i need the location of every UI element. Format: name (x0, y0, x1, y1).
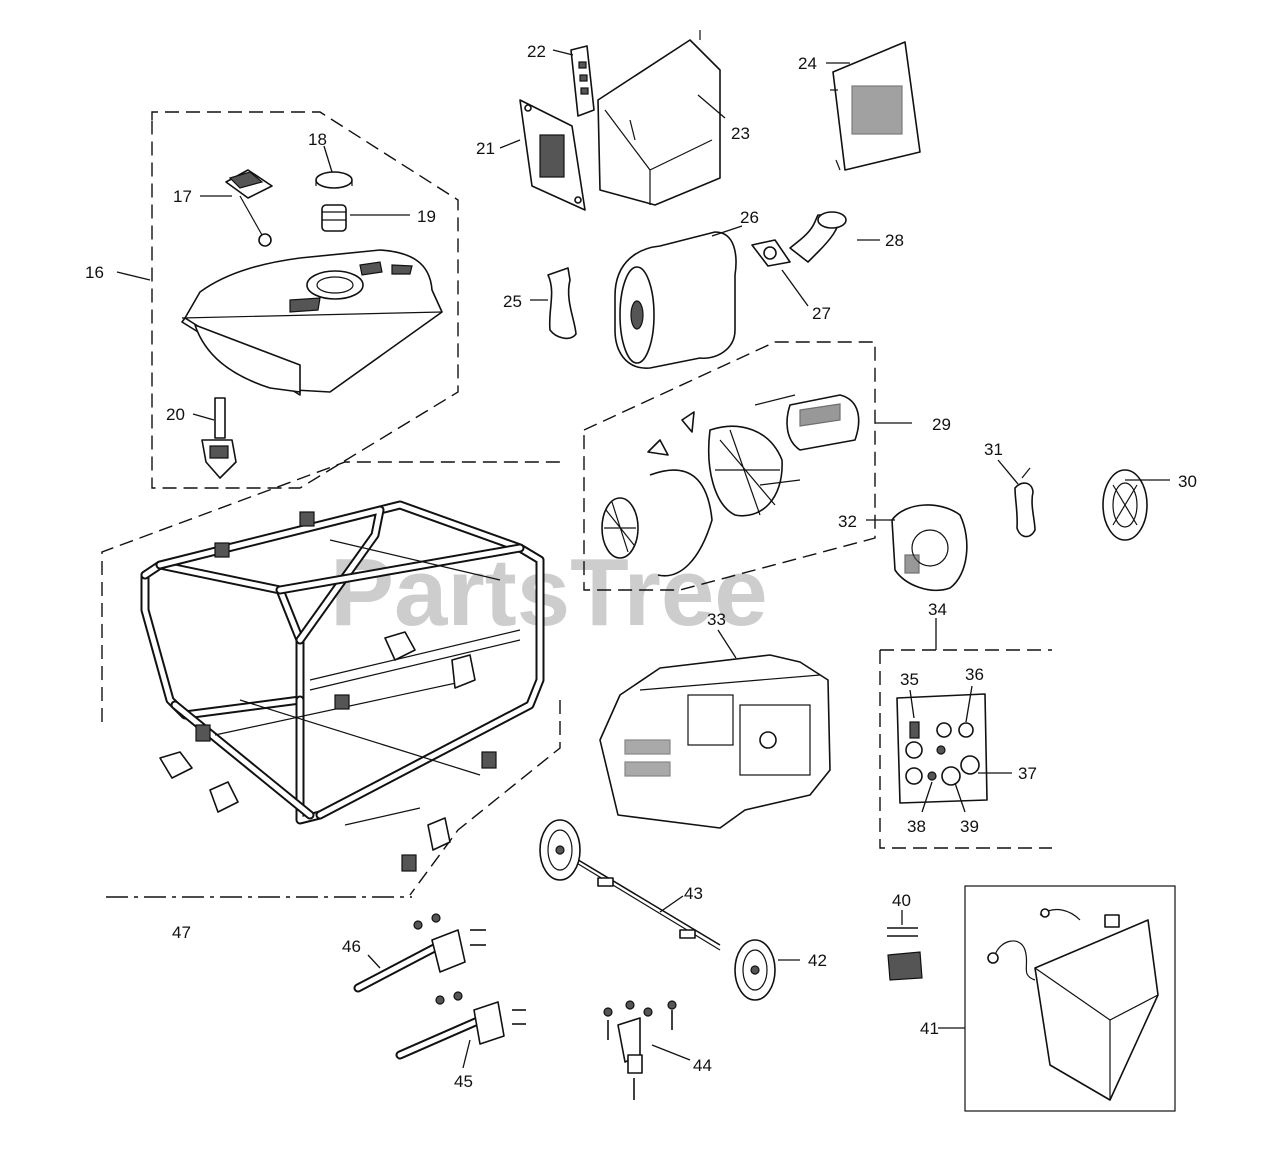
part-16-fuel-tank (181, 249, 443, 396)
callout-25: 25 (503, 292, 522, 311)
part-33-panel-housing (599, 654, 831, 829)
callout-46: 46 (342, 937, 361, 956)
part-32-recoil (891, 504, 968, 592)
part-46-handle (353, 913, 486, 993)
frame-group-boundary-right (409, 700, 561, 896)
callout-37: 37 (1018, 764, 1037, 783)
callout-19: 19 (417, 207, 436, 226)
callout-22: 22 (527, 42, 546, 61)
control-panel-group-side (879, 650, 1052, 849)
callout-40: 40 (892, 891, 911, 910)
callout-36: 36 (965, 665, 984, 684)
part-34-control-panel (896, 693, 988, 804)
part-31-handle (1014, 467, 1036, 538)
callout-39: 39 (960, 817, 979, 836)
part-17-fuel-gauge (225, 169, 273, 247)
engine-group-boundary (583, 341, 876, 591)
part-29-engine-parts (601, 394, 860, 577)
part-26-muffler (614, 231, 737, 369)
part-23-bracket (597, 30, 721, 206)
callout-30: 30 (1178, 472, 1197, 491)
part-19-strainer (321, 204, 347, 232)
part-40-holder (887, 927, 923, 981)
wheel-left (539, 819, 581, 881)
part-45-handle (395, 991, 526, 1060)
callout-45: 45 (454, 1072, 473, 1091)
callout-28: 28 (885, 231, 904, 250)
callout-42: 42 (808, 951, 827, 970)
part-30-wheel (1102, 469, 1148, 541)
part-22-plate (570, 45, 595, 117)
part-47-frame (140, 500, 545, 826)
callout-33: 33 (707, 610, 726, 629)
part-42-wheel (734, 939, 776, 1001)
callout-31: 31 (984, 440, 1003, 459)
callout-29: 29 (932, 415, 951, 434)
callout-16: 16 (85, 263, 104, 282)
part-21-cover (519, 99, 586, 211)
part-18-fuel-cap (315, 171, 353, 189)
battery-group-box (964, 885, 1176, 1112)
callout-24: 24 (798, 54, 817, 73)
callout-21: 21 (476, 139, 495, 158)
part-27-gasket (751, 239, 791, 267)
frame-mounts (159, 511, 497, 872)
callout-27: 27 (812, 304, 831, 323)
part-20-fuel-valve (201, 397, 237, 479)
callout-26: 26 (740, 208, 759, 227)
part-25-bracket (547, 267, 577, 340)
callout-34: 34 (928, 600, 947, 619)
callout-35: 35 (900, 670, 919, 689)
part-28-pipe (789, 211, 847, 263)
callout-23: 23 (731, 124, 750, 143)
callout-20: 20 (166, 405, 185, 424)
callout-41: 41 (920, 1019, 939, 1038)
callout-17: 17 (173, 187, 192, 206)
callout-47: 47 (172, 923, 191, 942)
callout-labels: 16 17 18 19 20 21 22 23 24 25 26 27 28 2… (85, 42, 1197, 1091)
callout-32: 32 (838, 512, 857, 531)
callout-18: 18 (308, 130, 327, 149)
callout-43: 43 (684, 884, 703, 903)
leader-lines (116, 49, 1170, 1069)
part-44-mount (603, 1000, 677, 1100)
frame-group-boundary (101, 461, 560, 722)
part-41-battery (987, 908, 1159, 1101)
part-24-panel (830, 41, 921, 171)
callout-38: 38 (907, 817, 926, 836)
part-43-axle (569, 854, 721, 951)
callout-44: 44 (693, 1056, 712, 1075)
